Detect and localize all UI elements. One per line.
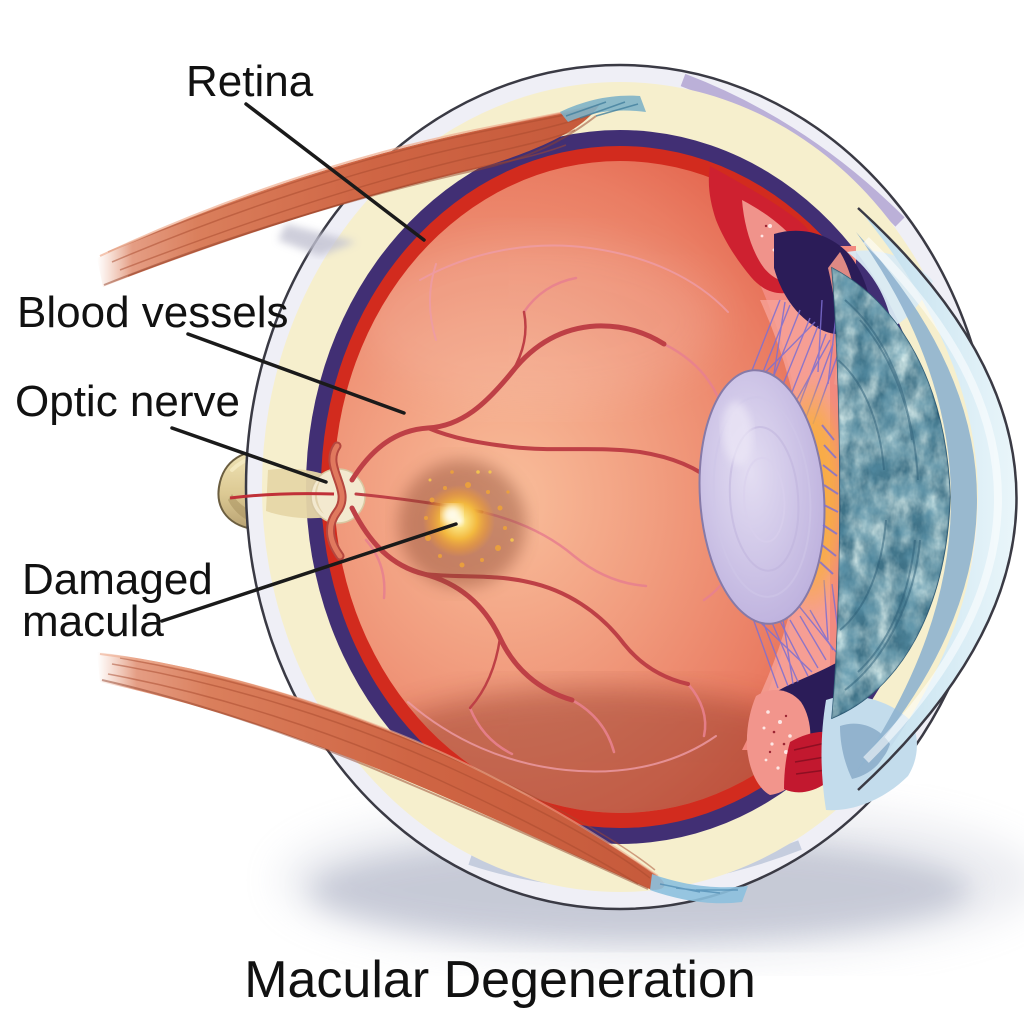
- anterior-segment: [698, 166, 1018, 811]
- leader-line-blood-vessels: [186, 332, 406, 415]
- cornea-outline: [857, 207, 1018, 791]
- muscle-shadow-wedge: [278, 224, 356, 256]
- tendon-insertion-top: [560, 95, 646, 122]
- cornea-inner-band: [856, 232, 977, 772]
- central-retinal-vessel: [229, 441, 347, 561]
- cornea: [856, 207, 1018, 791]
- inferior-rectus-muscle: [97, 652, 748, 904]
- leader-line-retina: [244, 102, 426, 242]
- iris: [831, 266, 951, 720]
- cornea-gloss: [863, 237, 1002, 763]
- superior-rectus-muscle: [97, 95, 646, 287]
- pupillary-fringe: [819, 424, 839, 575]
- label-optic-nerve: Optic nerve: [15, 377, 240, 426]
- damaged-macula: [398, 460, 526, 588]
- label-blood-vessels: Blood vessels: [17, 288, 288, 337]
- vitreous-sheen: [360, 235, 720, 405]
- label-damaged-macula-line1: Damaged: [22, 555, 213, 604]
- lens: [698, 369, 826, 625]
- blood-vessels: [349, 244, 741, 773]
- tendon-insertion-bottom: [650, 874, 748, 904]
- label-damaged-macula-line2: macula: [22, 597, 164, 646]
- label-retina: Retina: [186, 57, 314, 106]
- leader-line-optic-nerve: [170, 426, 328, 484]
- leader-line-damaged-macula: [160, 522, 458, 623]
- annotations: Retina Blood vessels Optic nerve Damaged…: [15, 57, 756, 1009]
- figure-title: Macular Degeneration: [244, 951, 756, 1009]
- drusen-speckles: [424, 470, 514, 568]
